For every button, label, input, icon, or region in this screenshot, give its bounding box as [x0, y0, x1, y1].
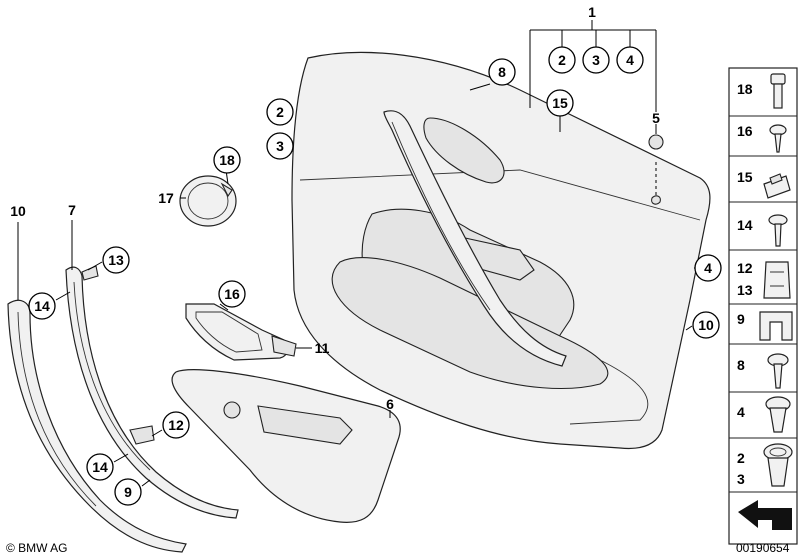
callout-14-lower: 14	[92, 459, 108, 475]
callout-2-top: 2	[558, 52, 566, 68]
callout-2-mid: 2	[276, 104, 284, 120]
callout-18: 18	[219, 152, 235, 168]
callout-12: 12	[168, 417, 184, 433]
callout-5: 5	[652, 110, 660, 126]
callout-13: 13	[108, 252, 124, 268]
legend-label-18: 18	[737, 81, 753, 97]
fastener-legend: 18 16 15 14 12 13 9 8 4 2 3	[728, 67, 798, 545]
legend-label-2: 2	[737, 450, 745, 466]
screw-8-icon	[767, 353, 789, 389]
callout-4-top: 4	[626, 52, 634, 68]
expanding-rivet-2-3-icon	[763, 443, 793, 487]
callout-4-right: 4	[704, 260, 712, 276]
callout-3-mid: 3	[276, 138, 284, 154]
callout-17: 17	[158, 190, 174, 206]
callout-10-right: 10	[698, 317, 714, 333]
callout-3-top: 3	[592, 52, 600, 68]
door-trim-panel	[291, 51, 711, 450]
callout-9: 9	[124, 484, 132, 500]
legend-label-9: 9	[737, 311, 745, 327]
callout-8: 8	[498, 64, 506, 80]
lower-door-trim	[171, 369, 401, 523]
diagram-number: 00190654	[736, 541, 790, 555]
callout-labels: 1 2 3 4 5 8 15 2 3 18 17 10 7 13 14 16 1…	[10, 4, 722, 506]
clip-15-icon	[763, 173, 791, 199]
legend-label-13: 13	[737, 282, 753, 298]
screw-14-icon	[768, 214, 788, 247]
callout-1: 1	[588, 4, 596, 20]
clip-9-icon	[759, 311, 793, 341]
nut-clip-12-13-icon	[763, 261, 791, 299]
direction-arrow-icon	[738, 500, 792, 530]
door-pull-handle	[383, 110, 567, 367]
legend-label-12: 12	[737, 260, 753, 276]
legend-label-14: 14	[737, 217, 753, 233]
callout-6: 6	[386, 396, 394, 412]
legend-label-8: 8	[737, 357, 745, 373]
leader-lines	[17, 20, 706, 487]
callout-14-upper: 14	[34, 298, 50, 314]
pin-18-icon	[770, 73, 786, 109]
legend-label-15: 15	[737, 169, 753, 185]
legend-label-4: 4	[737, 404, 745, 420]
trim-strip-outer	[7, 299, 187, 553]
legend-label-3: 3	[737, 471, 745, 487]
callout-11: 11	[315, 340, 330, 356]
callout-15: 15	[552, 95, 568, 111]
callout-10-left: 10	[10, 203, 26, 219]
callout-16: 16	[224, 286, 240, 302]
push-rivet-4-icon	[765, 396, 791, 433]
callout-7: 7	[68, 202, 76, 218]
speaker-bracket	[185, 303, 297, 361]
screw-16-icon	[769, 124, 787, 153]
legend-label-16: 16	[737, 123, 753, 139]
speaker-cover	[179, 175, 237, 227]
copyright-text: © BMW AG	[6, 541, 68, 555]
